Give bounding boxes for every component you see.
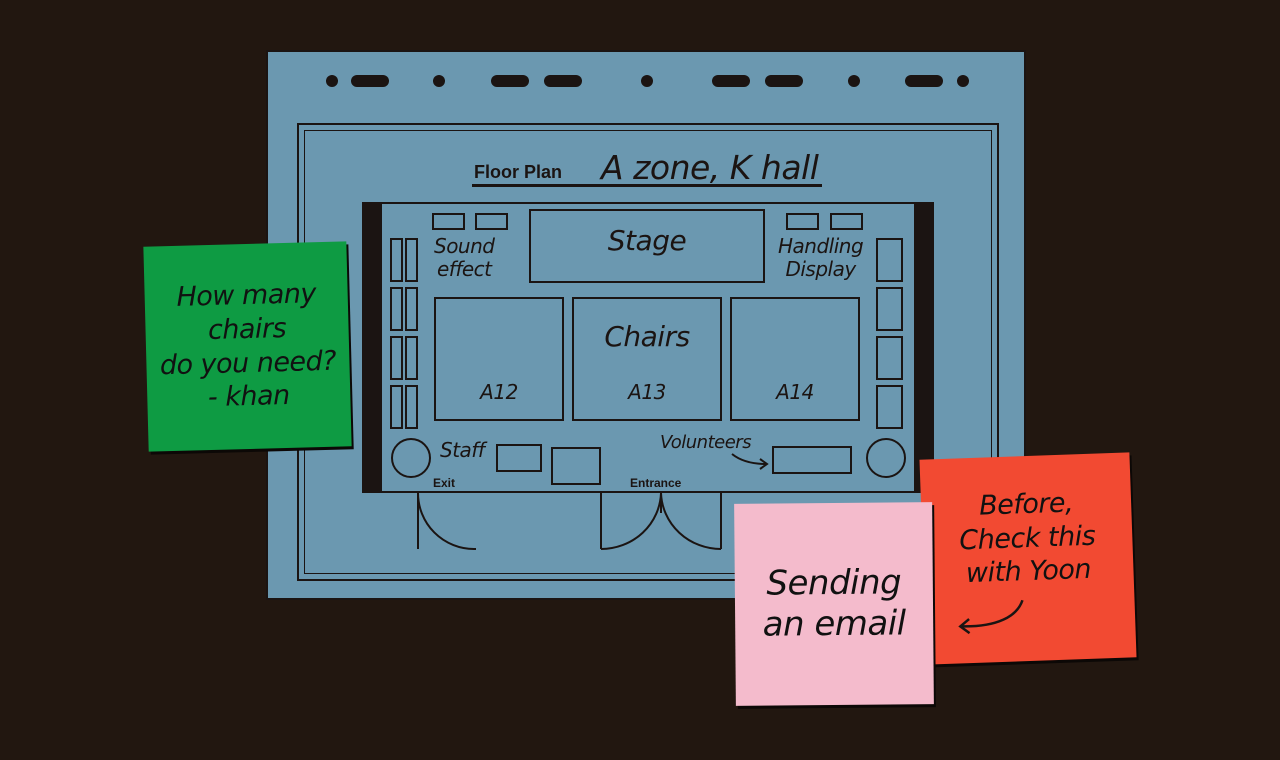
volunteers-desk bbox=[772, 446, 852, 474]
note-red-text: Before, Check this with Yoon bbox=[958, 487, 1096, 590]
exit-label: Exit bbox=[433, 476, 456, 490]
sticky-note-red[interactable]: Before, Check this with Yoon bbox=[919, 452, 1137, 665]
side-table bbox=[405, 385, 418, 429]
side-table bbox=[876, 336, 903, 380]
staff-desk bbox=[496, 444, 542, 472]
sound-effect-label: Sound effect bbox=[434, 234, 495, 281]
staff-label: Staff bbox=[440, 438, 485, 462]
punch-hole bbox=[905, 75, 943, 87]
a14-label: A14 bbox=[776, 380, 814, 404]
entrance-door-icon bbox=[600, 491, 722, 550]
side-table bbox=[405, 336, 418, 380]
a13-label: A13 bbox=[628, 380, 666, 404]
wall-right bbox=[914, 202, 934, 493]
exit-door-icon bbox=[417, 491, 476, 550]
staff-desk bbox=[551, 447, 601, 485]
punch-hole bbox=[712, 75, 750, 87]
curved-arrow-icon bbox=[958, 599, 1024, 635]
note-green-text: How many chairs do you need? - khan bbox=[159, 278, 337, 414]
corner-round-table bbox=[866, 438, 906, 478]
title-underline bbox=[472, 184, 822, 187]
side-table bbox=[876, 238, 903, 282]
sound-equipment bbox=[475, 213, 508, 230]
floor-plan-zone: A zone, K hall bbox=[601, 148, 819, 187]
chair-block-a14 bbox=[730, 297, 860, 421]
handling-display-label: Handling Display bbox=[778, 234, 864, 281]
floor-plan-board: Floor Plan A zone, K hall Stage Sound ef… bbox=[266, 50, 1026, 600]
arrow-icon bbox=[731, 453, 769, 470]
side-table bbox=[876, 287, 903, 331]
display-equipment bbox=[830, 213, 863, 230]
side-table bbox=[390, 238, 403, 282]
side-table bbox=[876, 385, 903, 429]
corner-round-table bbox=[391, 438, 431, 478]
punch-hole bbox=[544, 75, 582, 87]
sticky-note-pink[interactable]: Sending an email bbox=[734, 502, 934, 706]
sticky-note-green[interactable]: How many chairs do you need? - khan bbox=[143, 241, 352, 452]
volunteers-label: Volunteers bbox=[660, 432, 752, 453]
punch-hole bbox=[848, 75, 860, 87]
punch-hole bbox=[957, 75, 969, 87]
entrance-label: Entrance bbox=[630, 476, 682, 490]
note-pink-text: Sending an email bbox=[762, 562, 906, 645]
punch-hole bbox=[765, 75, 803, 87]
side-table bbox=[390, 336, 403, 380]
punch-hole bbox=[641, 75, 653, 87]
stage-label: Stage bbox=[607, 224, 687, 257]
a12-label: A12 bbox=[480, 380, 518, 404]
punch-hole bbox=[433, 75, 445, 87]
side-table bbox=[405, 287, 418, 331]
chair-block-a12 bbox=[434, 297, 564, 421]
chairs-label: Chairs bbox=[604, 320, 690, 353]
sound-equipment bbox=[432, 213, 465, 230]
punch-hole bbox=[491, 75, 529, 87]
stage-area bbox=[529, 209, 765, 283]
side-table bbox=[390, 385, 403, 429]
punch-hole bbox=[326, 75, 338, 87]
display-equipment bbox=[786, 213, 819, 230]
punch-hole bbox=[351, 75, 389, 87]
wall-left bbox=[362, 202, 382, 493]
chair-block-a13 bbox=[572, 297, 722, 421]
side-table bbox=[405, 238, 418, 282]
floor-plan-label: Floor Plan bbox=[474, 162, 563, 182]
side-table bbox=[390, 287, 403, 331]
